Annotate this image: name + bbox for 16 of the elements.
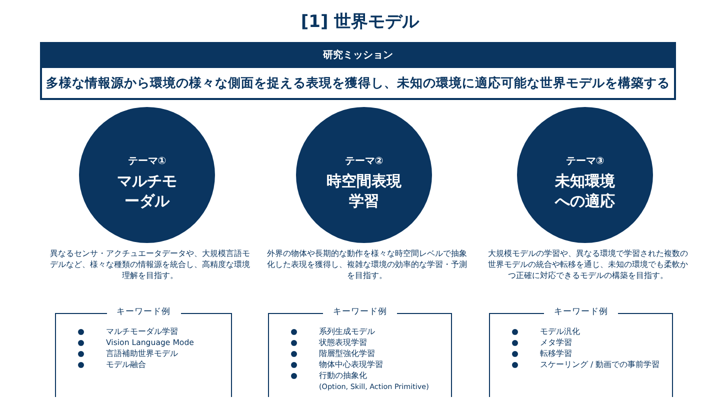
panel-heading: キーワード例	[323, 307, 397, 317]
description-text: 外界の物体や長期的な動作を様々な時空間レベルで抽象化した表現を獲得し、複雑な環境の効率的な学習・予測を目指す。	[267, 248, 467, 281]
theme-name: 時空間表現学習	[326, 170, 402, 210]
panel-heading: キーワード例	[544, 307, 618, 317]
description-text: 大規模モデルの学習や、異なる環境で学習された複数の世界モデルの統合や転移を通じ、未知の環境でも柔軟かつ正確に対応できるモデルの構築を目指す。	[488, 248, 688, 281]
theme-number: テーマ②	[344, 154, 384, 168]
panel-heading: キーワード例	[106, 307, 180, 317]
mission-panel	[40, 42, 676, 100]
mission-statement: 多様な情報源から環境の様々な側面を捉える表現を獲得し、未知の環境に適応可能な世界モデルを構築する	[45, 75, 671, 92]
description-text: 異なるセンサ・アクチュエータデータや、大規模言語モデルなど、様々な種類の情報源を統合し、高精度な環境理解を目指す。	[50, 248, 250, 281]
theme-number: テーマ①	[128, 154, 166, 168]
theme-name: マルチモーダル	[116, 170, 178, 210]
page-title: [1] 世界モデル	[300, 11, 420, 33]
theme-name: 未知環境への適応	[554, 170, 616, 210]
theme-number: テーマ③	[566, 154, 604, 168]
panel-heading: 研究ミッション	[42, 44, 674, 68]
